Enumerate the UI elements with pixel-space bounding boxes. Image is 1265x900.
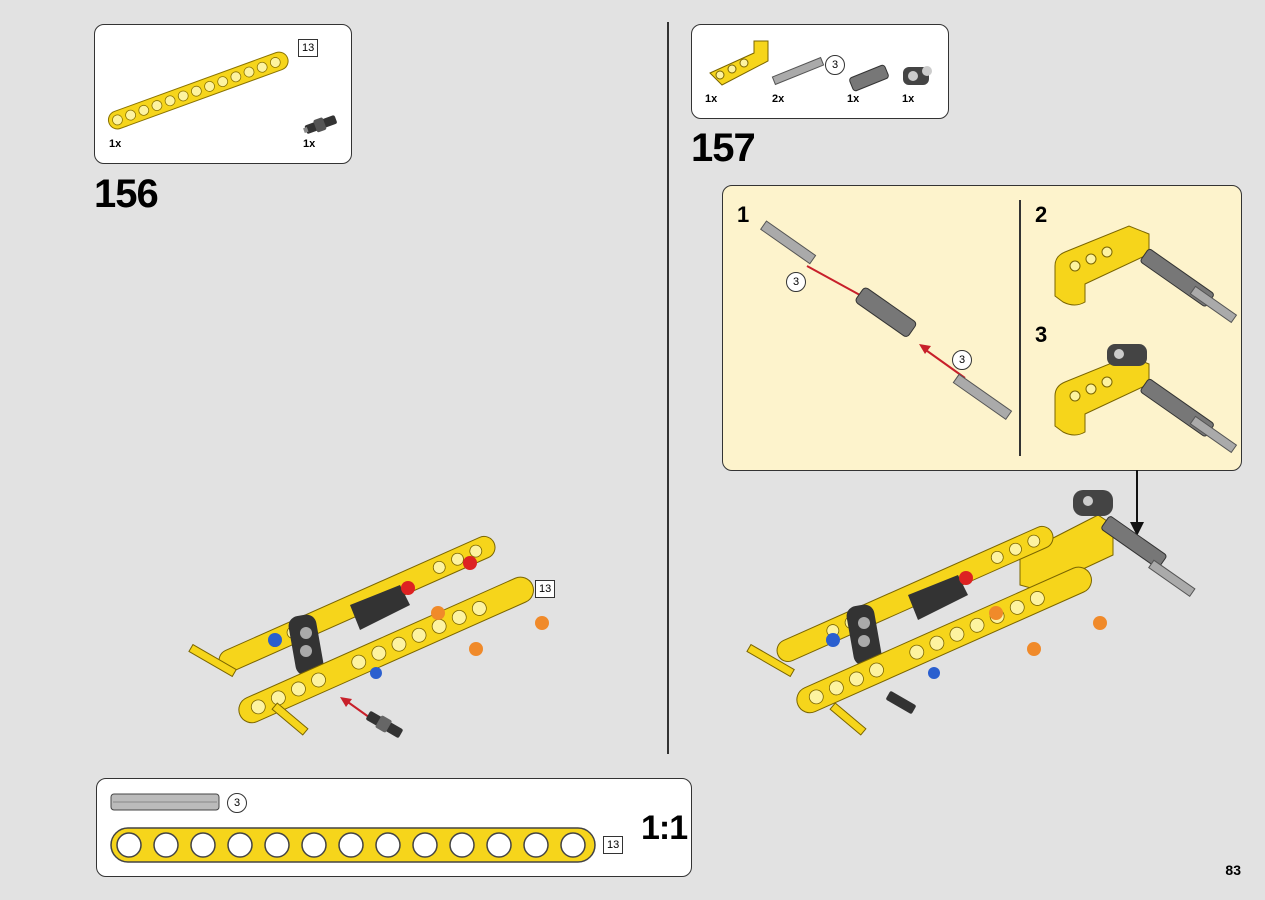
sub-step-number: 1 [737,202,750,227]
axle-length-label: 3 [825,55,845,75]
step-number: 157 [691,126,756,170]
sub-step-1-illustration [760,220,1013,420]
scale-reference-box: 3 13 1:1 [96,778,692,877]
step-157-model [746,490,1196,736]
subassembly-panel: 1 2 3 3 3 [722,185,1242,471]
grey-axle-connector-icon [849,64,889,92]
sub-step-number: 3 [1035,322,1048,347]
yellow-beam-13-icon [107,51,289,130]
page-divider [667,22,669,754]
step-156-parts-box: 13 1x 1x [94,24,352,164]
axle-length-label: 3 [786,272,806,292]
part-qty: 1x [902,93,915,105]
step-156-model [188,535,549,738]
beam-length-label: 13 [603,836,624,854]
axle-length-label: 3 [227,793,247,813]
down-arrow [1130,470,1144,536]
scale-text: 1:1 [641,809,688,847]
subpanel-divider [1019,200,1021,456]
part-qty: 1x [303,138,316,150]
grey-axle-icon [771,56,825,86]
page-number: 83 [1225,862,1241,878]
model-length-label: 13 [535,580,556,598]
beam-13-reference-icon [110,827,596,863]
sub-step-3-illustration [1054,344,1238,454]
part-qty: 1x [109,138,122,150]
grey-cross-block-icon [903,66,932,85]
axle-3-reference-icon [110,793,220,811]
sub-step-number: 2 [1035,202,1048,227]
part-qty: 1x [847,93,860,105]
step-157-parts-box: 3 1x 2x 1x 1x [691,24,949,119]
beam-length-label: 13 [298,39,319,57]
yellow-angled-beam-icon [709,40,769,86]
sub-step-2-illustration [1054,225,1238,324]
part-qty: 2x [772,93,785,105]
black-pin-connector-icon [303,115,337,134]
part-qty: 1x [705,93,718,105]
axle-length-label: 3 [952,350,972,370]
step-number: 156 [94,172,159,216]
